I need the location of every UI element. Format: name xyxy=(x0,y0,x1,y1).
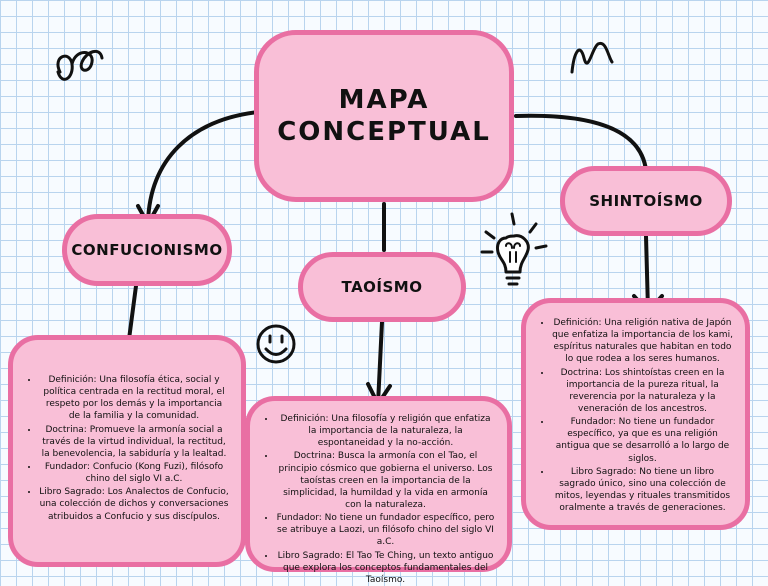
shintoismo-doctrina: Doctrina: Los shintoístas creen en la im… xyxy=(552,367,733,416)
taoismo-label: TAOÍSMO xyxy=(341,278,423,296)
confucionismo-doctrina: Doctrina: Promueve la armonía social a t… xyxy=(39,424,229,460)
taoismo-doctrina: Doctrina: Busca la armonía con el Tao, e… xyxy=(276,450,495,511)
connector-shintoismo-card xyxy=(644,234,650,312)
confucionismo-details-list: Definición: Una filosofía ética, social … xyxy=(25,374,229,523)
shintoismo-fundador: Fundador: No tiene un fundador específic… xyxy=(552,416,733,465)
title-line-1: MAPA xyxy=(338,84,430,115)
taoismo-details-card: Definición: Una filosofía y religión que… xyxy=(245,396,512,585)
confucionismo-fundador: Fundador: Confucio (Kong Fuzi), filósofo… xyxy=(39,461,229,485)
lightbulb-icon xyxy=(480,212,548,286)
connector-taoismo-card xyxy=(376,320,384,406)
shintoismo-details-card: Definición: Una religión nativa de Japón… xyxy=(521,298,750,530)
connector-shintoismo xyxy=(514,113,648,172)
squiggle-icon xyxy=(56,49,104,81)
shintoismo-node: SHINTOÍSMO xyxy=(560,166,732,236)
confucionismo-label: CONFUCIONISMO xyxy=(71,241,223,259)
shintoismo-definicion: Definición: Una religión nativa de Japón… xyxy=(552,317,733,366)
confucionismo-libro-sagrado: Libro Sagrado: Los Analectos de Confucio… xyxy=(39,486,229,522)
taoismo-libro-sagrado: Libro Sagrado: El Tao Te Ching, un texto… xyxy=(276,550,495,586)
shintoismo-details-list: Definición: Una religión nativa de Japón… xyxy=(538,317,733,514)
title-line-2: CONCEPTUAL xyxy=(277,117,491,147)
title-box: MAPA CONCEPTUAL xyxy=(254,30,514,202)
smiley-icon xyxy=(256,324,296,364)
wave-icon xyxy=(570,41,614,74)
confucionismo-details-card: Definición: Una filosofía ética, social … xyxy=(8,335,246,567)
confucionismo-definicion: Definición: Una filosofía ética, social … xyxy=(39,374,229,423)
taoismo-definicion: Definición: Una filosofía y religión que… xyxy=(276,413,495,449)
taoismo-fundador: Fundador: No tiene un fundador específic… xyxy=(276,512,495,548)
shintoismo-label: SHINTOÍSMO xyxy=(589,192,703,210)
taoismo-node: TAOÍSMO xyxy=(298,252,466,322)
taoismo-details-list: Definición: Una filosofía y religión que… xyxy=(262,413,495,586)
shintoismo-libro-sagrado: Libro Sagrado: No tiene un libro sagrado… xyxy=(552,466,733,515)
confucionismo-node: CONFUCIONISMO xyxy=(62,214,232,286)
connector-confucionismo xyxy=(146,110,260,224)
title-text: MAPA CONCEPTUAL xyxy=(277,84,491,149)
